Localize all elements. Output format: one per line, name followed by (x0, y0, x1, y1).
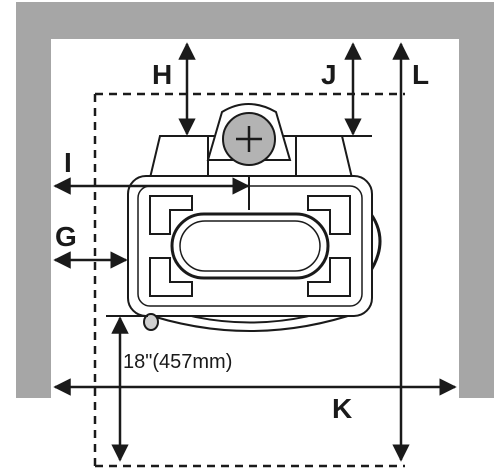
stove-leg (143, 313, 159, 331)
label-g: G (55, 221, 77, 252)
label-j: J (321, 59, 337, 90)
label-18in-457mm: 18"(457mm) (123, 351, 232, 373)
corner-detail-tr (307, 195, 351, 235)
corner-detail-tl (149, 195, 193, 235)
label-h: H (152, 59, 172, 90)
back-wall (16, 2, 494, 39)
corner-detail-bl (149, 257, 193, 297)
label-k: K (332, 393, 352, 424)
right-wall (459, 2, 494, 398)
left-wall (16, 2, 51, 398)
flue-collar (206, 103, 292, 166)
dimension-labels: H J L I G K 18"(457mm) (55, 59, 429, 424)
stove-rear-right (295, 135, 354, 179)
label-i: I (64, 147, 72, 178)
walls (16, 2, 494, 398)
firebox-window-inner (179, 220, 321, 272)
stove-rear-left (148, 135, 209, 179)
label-l: L (412, 59, 429, 90)
dimension-lines (53, 42, 457, 462)
stove (127, 135, 382, 332)
corner-detail-br (307, 257, 351, 297)
